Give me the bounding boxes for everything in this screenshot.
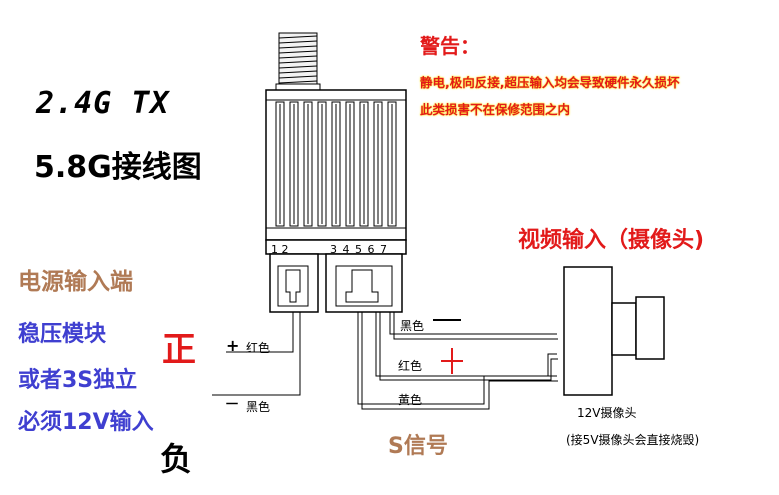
- title-wiring-diagram: 5.8G接线图: [34, 150, 202, 185]
- video-wires: [357, 312, 558, 410]
- black-wire-left-label: 黑色: [246, 400, 271, 414]
- plus-symbol: +: [226, 336, 240, 355]
- title-tx: 2.4G TX: [36, 86, 170, 121]
- red-wire-left-label: 红色: [246, 341, 271, 355]
- warning-title: 警告：: [420, 34, 480, 58]
- heatsink-fins: [275, 101, 397, 227]
- black-wire-right-label: 黑色: [400, 319, 425, 333]
- positive-sign: 正: [162, 330, 196, 370]
- pins-left-label: 1 2: [271, 243, 289, 256]
- minus-symbol: 一: [226, 397, 239, 411]
- pins-right-label: 3 4 5 6 7: [330, 243, 388, 256]
- power-wires: [212, 312, 301, 396]
- yellow-wire-label: 黄色: [398, 393, 423, 407]
- pin-connectors: [265, 239, 407, 313]
- red-wire-right-label: 红色: [398, 359, 423, 373]
- warning-line-2: 此类损害不在保修范围之内: [420, 102, 571, 117]
- video-input-title: 视频输入（摄像头): [518, 228, 705, 253]
- camera-label: 12V摄像头: [577, 406, 637, 420]
- regulator-line-2: 或者3S独立: [18, 368, 138, 393]
- warning-line-1: 静电,极向反接,超压输入均会导致硬件永久损坏: [420, 75, 680, 90]
- camera-warning-note: (接5V摄像头会直接烧毁): [566, 433, 700, 447]
- camera: [563, 266, 665, 396]
- polarity-marks: [433, 319, 463, 374]
- regulator-line-1: 稳压模块: [18, 322, 107, 347]
- signal-label: S信号: [388, 434, 448, 459]
- antenna-connector: [275, 32, 321, 91]
- regulator-line-3: 必须12V输入: [18, 410, 154, 435]
- power-input-label: 电源输入端: [18, 269, 133, 295]
- negative-sign: 负: [160, 440, 193, 478]
- tx-module: [265, 89, 407, 241]
